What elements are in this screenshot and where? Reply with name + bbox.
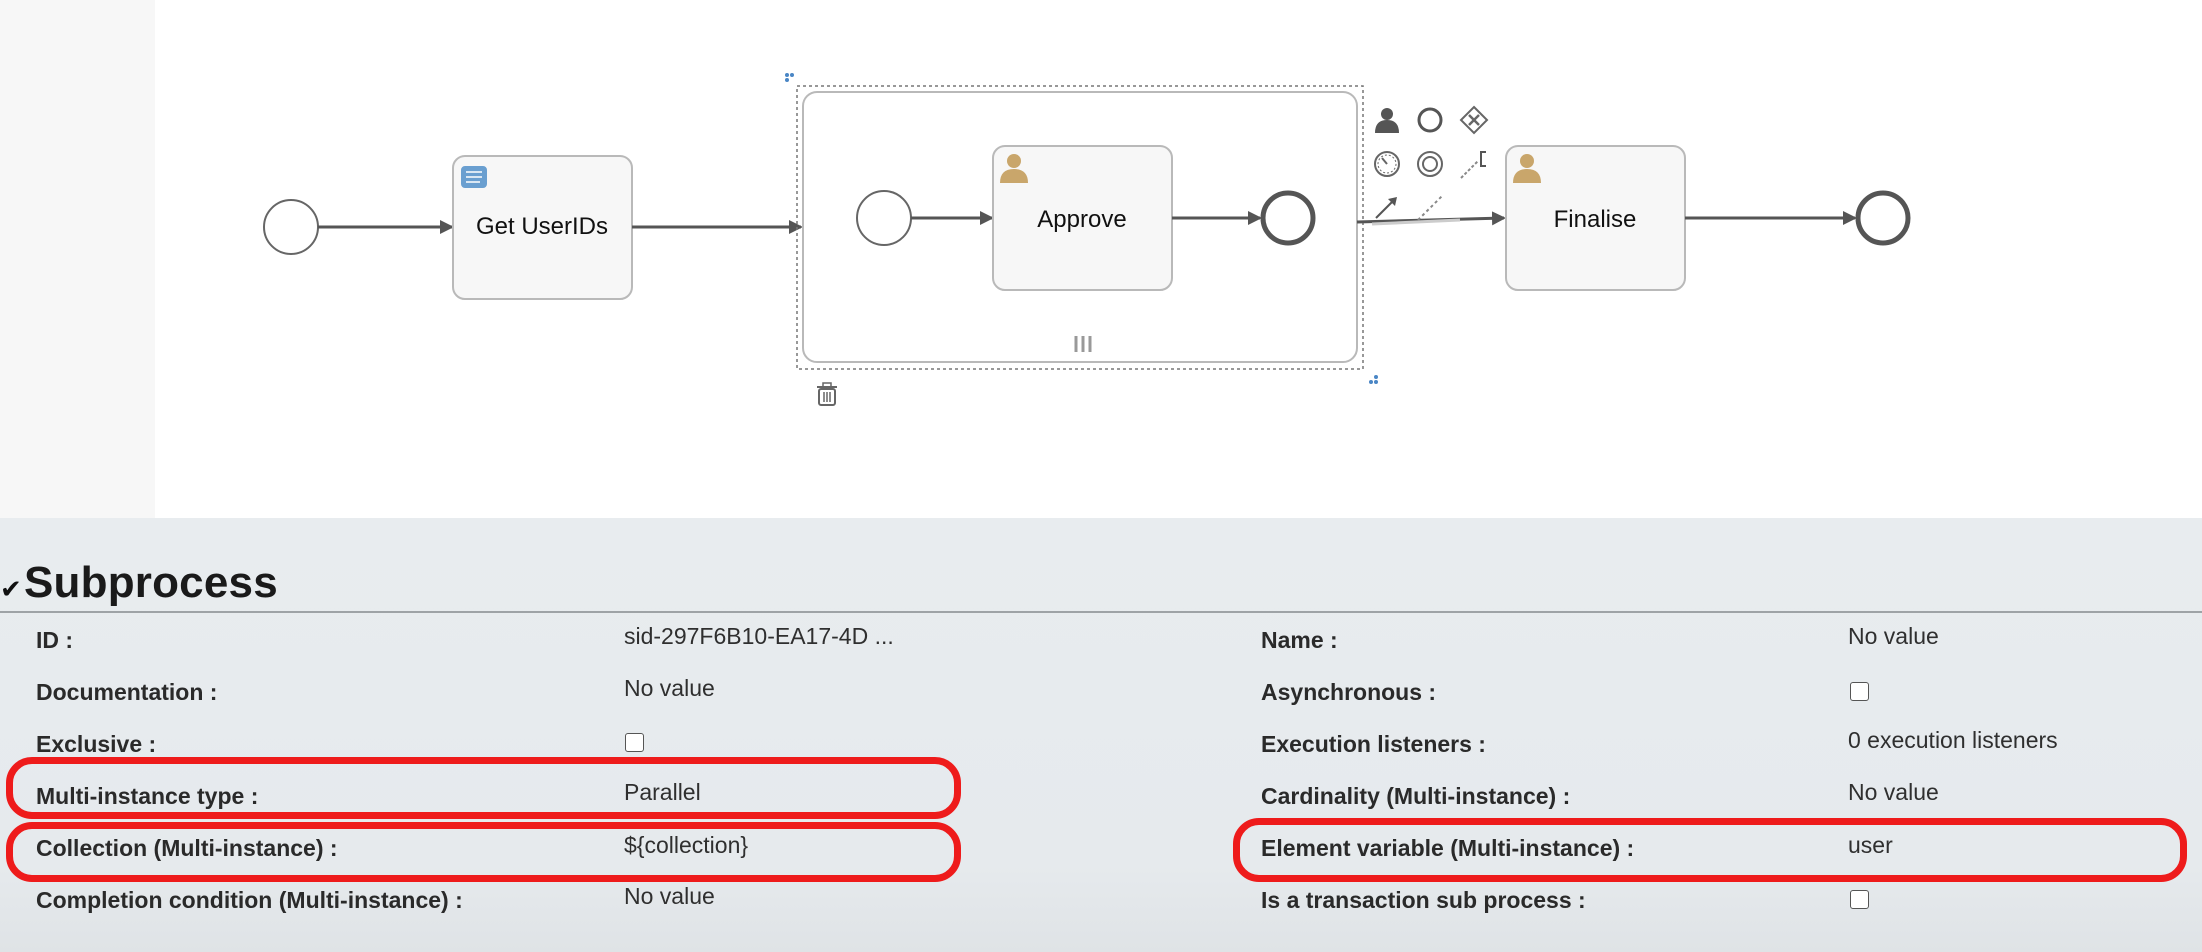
properties-panel: ✔ Subprocess ID : sid-297F6B10-EA17-4D .… [0, 518, 2202, 952]
prop-value-execution-listeners[interactable]: 0 execution listeners [1848, 727, 2058, 753]
prop-value-documentation[interactable]: No value [624, 675, 715, 701]
prop-label-name: Name : [1261, 627, 1338, 653]
user-task-icon [1513, 154, 1541, 183]
prop-value-element-variable[interactable]: user [1848, 832, 1893, 858]
start-event[interactable] [263, 199, 319, 255]
collapse-check-icon[interactable]: ✔ [0, 574, 22, 604]
dotted-association-icon[interactable] [1417, 195, 1443, 221]
sub-end-event[interactable] [1260, 190, 1316, 246]
left-gutter [0, 0, 155, 518]
prop-value-multi-instance-type[interactable]: Parallel [624, 779, 701, 805]
transaction-subprocess-checkbox[interactable] [1850, 890, 1869, 909]
panel-header[interactable]: ✔ Subprocess [0, 538, 700, 628]
prop-label-exclusive: Exclusive : [36, 731, 157, 757]
selection-box [796, 85, 1364, 370]
prop-value-id[interactable]: sid-297F6B10-EA17-4D ... [624, 623, 894, 649]
prop-value-name[interactable]: No value [1848, 623, 1939, 649]
asynchronous-checkbox[interactable] [1850, 682, 1869, 701]
timer-icon[interactable] [1374, 151, 1400, 177]
task-label: Get UserIDs [476, 213, 608, 240]
prop-label-execution-listeners: Execution listeners : [1261, 731, 1486, 757]
sub-start-event[interactable] [856, 190, 912, 246]
user-icon[interactable] [1375, 108, 1399, 133]
task-approve[interactable]: Approve [992, 145, 1173, 291]
end-event[interactable] [1855, 190, 1911, 246]
prop-label-element-variable: Element variable (Multi-instance) : [1261, 835, 1635, 861]
task-label: Finalise [1554, 206, 1637, 233]
prop-value-completion-condition[interactable]: No value [624, 883, 715, 909]
prop-label-id: ID : [36, 627, 74, 653]
circle-icon[interactable] [1417, 107, 1443, 133]
resize-handle-icon[interactable] [785, 73, 794, 82]
prop-label-transaction-subprocess: Is a transaction sub process : [1261, 887, 1586, 913]
sequence-flow-highlight [1371, 218, 1461, 226]
exclusive-checkbox[interactable] [625, 733, 644, 752]
double-circle-icon[interactable] [1417, 151, 1443, 177]
highlight-collection [6, 822, 961, 882]
highlight-element-variable [1233, 818, 2187, 882]
prop-label-collection: Collection (Multi-instance) : [36, 835, 338, 861]
prop-label-documentation: Documentation : [36, 679, 218, 705]
annotation-icon[interactable] [1460, 151, 1486, 179]
panel-title: Subprocess [24, 558, 278, 607]
task-get-userids[interactable]: Get UserIDs [452, 155, 633, 300]
task-finalise[interactable]: Finalise [1505, 145, 1686, 291]
prop-label-cardinality: Cardinality (Multi-instance) : [1261, 783, 1571, 809]
task-label: Approve [1037, 206, 1126, 233]
prop-label-multi-instance-type: Multi-instance type : [36, 783, 259, 809]
prop-value-cardinality[interactable]: No value [1848, 779, 1939, 805]
bpmn-diagram[interactable]: Get UserIDs Approve [0, 0, 2202, 518]
resize-handle-icon[interactable] [1369, 375, 1378, 384]
highlight-multi-instance-type [6, 757, 961, 819]
user-task-icon [1000, 154, 1028, 183]
gateway-x-icon[interactable] [1459, 105, 1489, 135]
script-task-icon [461, 166, 487, 188]
prop-label-asynchronous: Asynchronous : [1261, 679, 1437, 705]
prop-label-completion-condition: Completion condition (Multi-instance) : [36, 887, 463, 913]
parallel-multi-instance-icon [1074, 336, 1092, 352]
prop-value-collection[interactable]: ${collection} [624, 832, 749, 858]
connect-arrow-icon[interactable] [1375, 197, 1397, 219]
trash-icon[interactable] [817, 382, 837, 406]
divider [0, 611, 2202, 613]
